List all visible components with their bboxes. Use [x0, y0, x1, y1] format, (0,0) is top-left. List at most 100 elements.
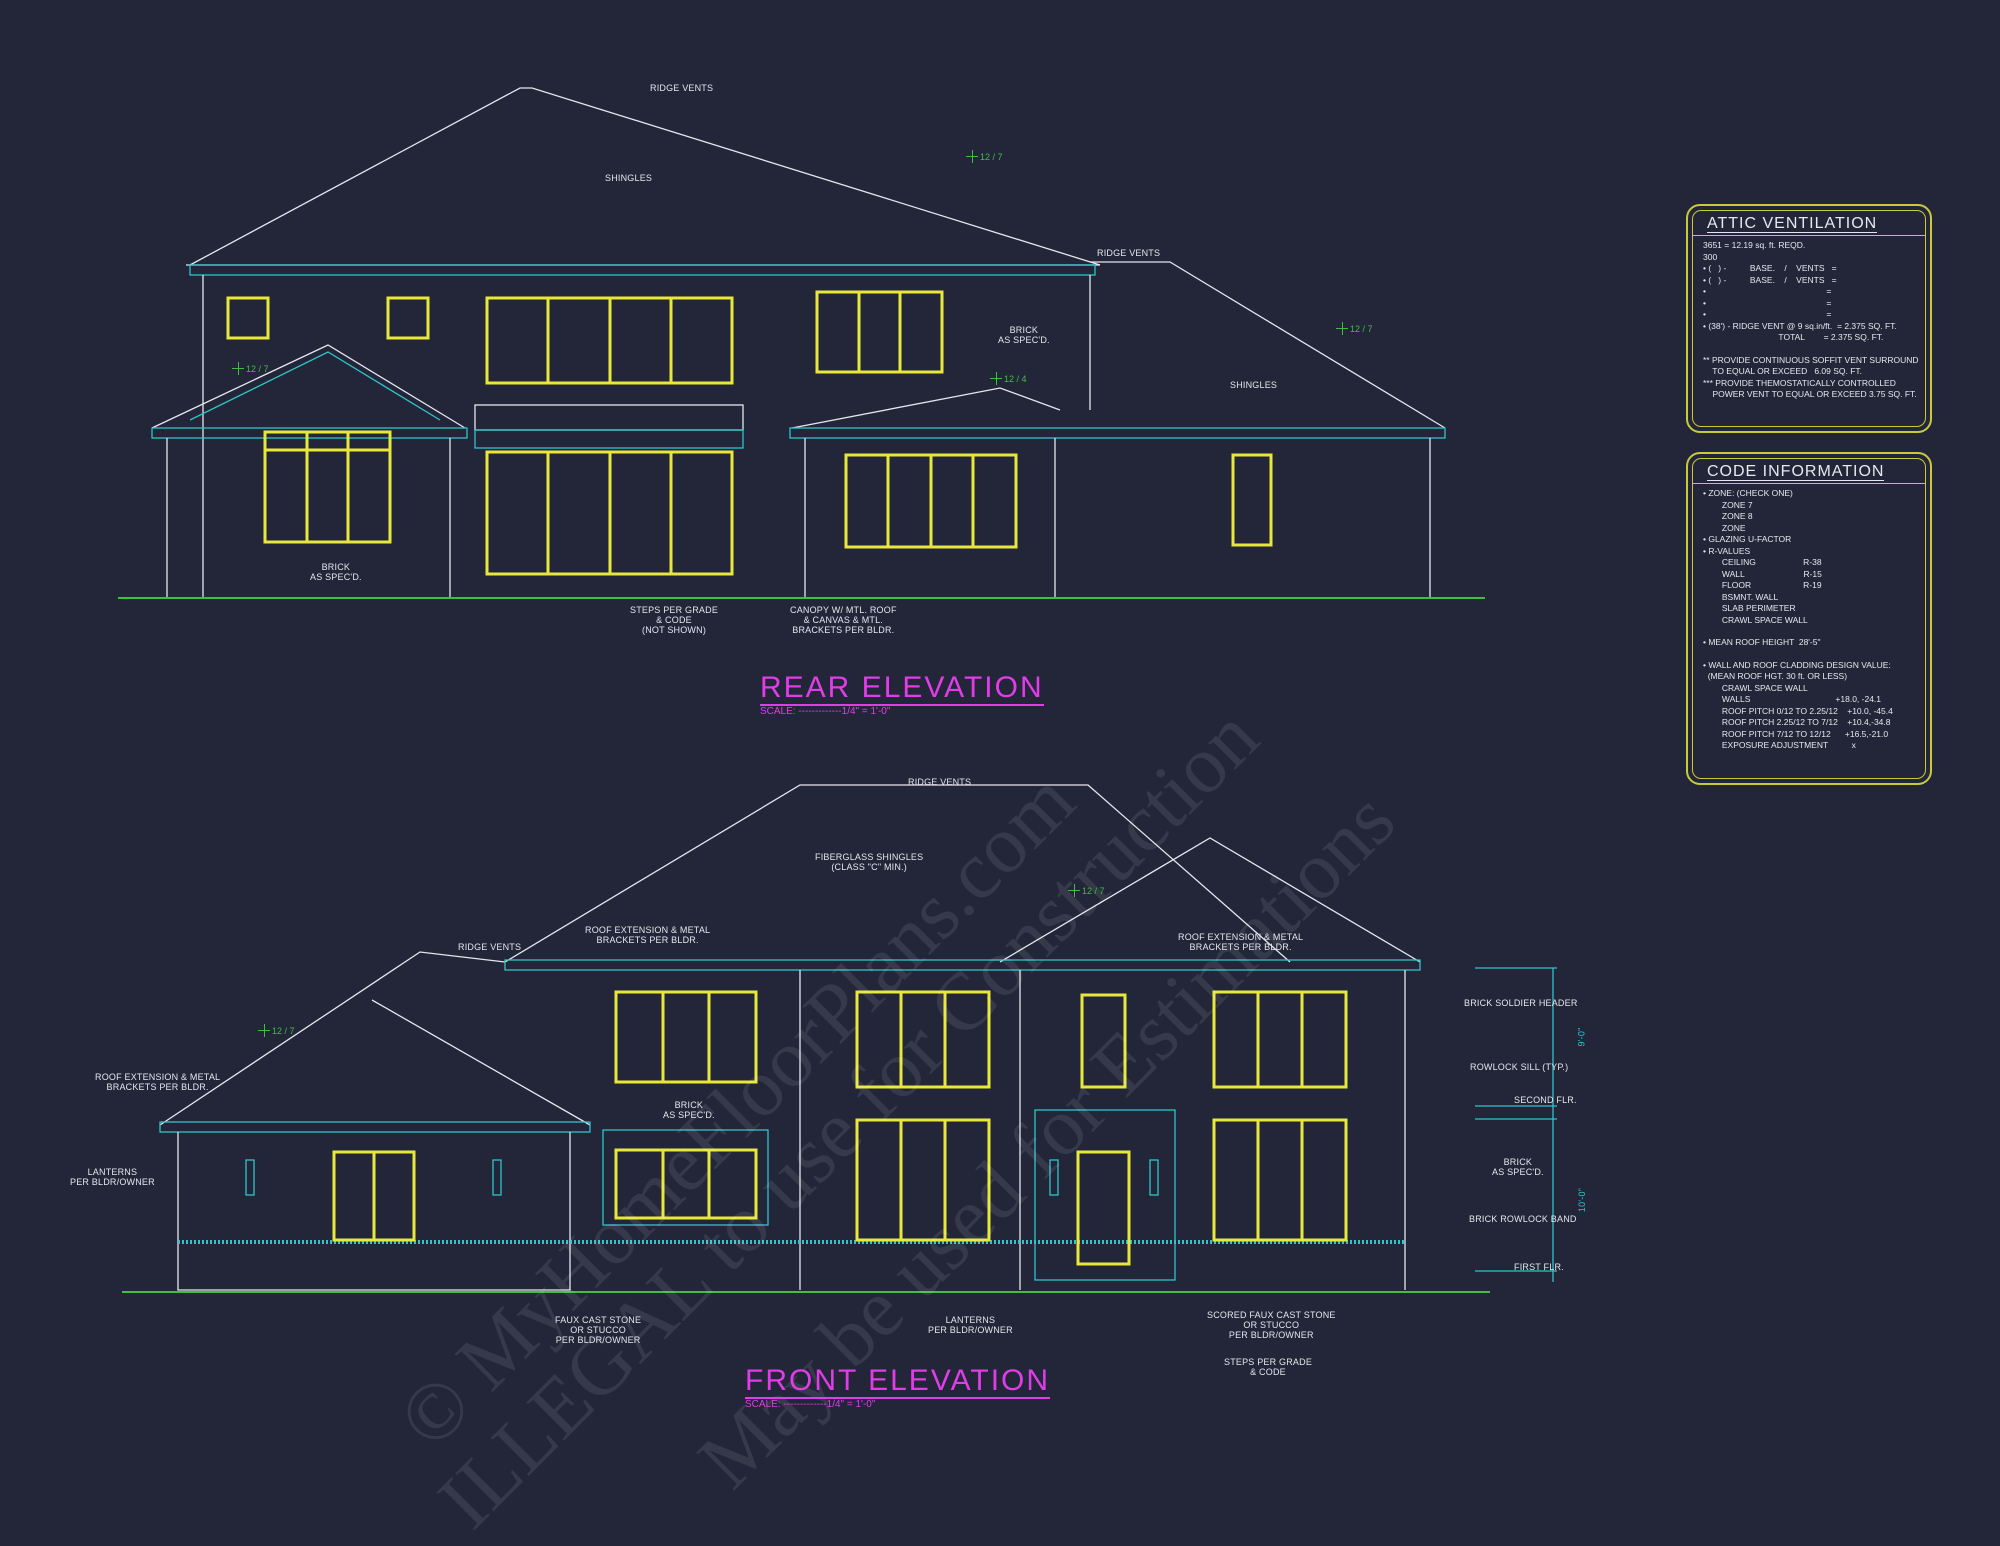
rear-pitch-mark: 12 / 7 — [1336, 322, 1373, 335]
box-line: • MEAN ROOF HEIGHT 28'-5" — [1703, 637, 1821, 647]
code-information-box: CODE INFORMATION • ZONE: (CHECK ONE) ZON… — [1686, 452, 1932, 785]
front-right-roof — [999, 837, 1421, 963]
elevation-drawings — [118, 87, 1557, 1293]
rear-label-brick-upper: BRICK AS SPEC'D. — [998, 325, 1050, 345]
front-label-roof-ext-right: ROOF EXTENSION & METAL BRACKETS PER BLDR… — [1178, 932, 1304, 952]
box-line: • = — [1703, 286, 1832, 296]
front-windows — [332, 990, 1348, 1266]
front-label-second-flr: SECOND FLR. — [1514, 1095, 1577, 1105]
front-elevation-drawing — [122, 784, 1557, 1293]
front-left-eave — [159, 1121, 591, 1133]
front-label-soldier-header: BRICK SOLDIER HEADER — [1464, 998, 1578, 1008]
front-pitch-mark: 12 / 7 — [1068, 884, 1105, 897]
lantern-icon — [1049, 1159, 1059, 1196]
box-line: • = — [1703, 309, 1832, 319]
box-line: • ( ) - BASE. / VENTS = — [1703, 263, 1837, 273]
front-label-ridge-vents-left: RIDGE VENTS — [458, 942, 522, 952]
rear-main-roof — [189, 87, 1101, 266]
front-label-roof-ext-far-left: ROOF EXTENSION & METAL BRACKETS PER BLDR… — [95, 1072, 221, 1092]
box-line: • = — [1703, 297, 1832, 308]
rear-window — [263, 430, 392, 544]
front-label-roof-ext-left: ROOF EXTENSION & METAL BRACKETS PER BLDR… — [585, 925, 711, 945]
rear-window — [815, 290, 944, 374]
box-line — [1703, 344, 1915, 355]
box-line: ROOF PITCH 2.25/12 TO 7/12 +10.4,-34.8 — [1703, 717, 1891, 727]
rear-canopy — [474, 429, 744, 449]
rear-label-ridge-vents-right: RIDGE VENTS — [1097, 248, 1161, 258]
box-line: WALL R-15 — [1703, 568, 1822, 579]
dimension-upper: 9'-0" — [1576, 1027, 1587, 1047]
front-label-rowlock-band: BRICK ROWLOCK BAND — [1469, 1214, 1577, 1224]
front-main-eave — [504, 959, 1421, 971]
front-elevation-scale: SCALE: -------------1/4" = 1'-0" — [745, 1399, 876, 1410]
box-line: ROOF PITCH 0/12 TO 2.25/12 +10.0, -45.4 — [1703, 705, 1893, 716]
rear-label-shingles: SHINGLES — [605, 173, 653, 183]
front-window — [1212, 990, 1348, 1089]
box-line: • WALL AND ROOF CLADDING DESIGN VALUE: — [1703, 659, 1891, 670]
box-line: ROOF PITCH 7/12 TO 12/12 +16.5,-21.0 — [1703, 728, 1889, 739]
rear-left-gable — [151, 344, 466, 429]
attic-ventilation-title: ATTIC VENTILATION — [1693, 211, 1925, 236]
front-window — [614, 990, 758, 1084]
box-line: BSMNT. WALL — [1703, 591, 1779, 602]
rear-balcony-railing — [474, 404, 744, 431]
box-line: • ( ) - BASE. / VENTS = — [1703, 274, 1837, 285]
box-line: WALLS +18.0, -24.1 — [1703, 694, 1882, 704]
lantern-icon — [245, 1159, 255, 1196]
box-line: (MEAN ROOF HGT. 30 ft. OR LESS) — [1703, 671, 1848, 681]
box-line: CEILING R-38 — [1703, 557, 1822, 567]
front-window — [614, 1148, 758, 1220]
rear-label-canopy: CANOPY W/ MTL. ROOF & CANVAS & MTL. BRAC… — [790, 605, 897, 635]
rear-pitch-mark: 12 / 7 — [232, 362, 269, 375]
front-label-rowlock-sill: ROWLOCK SILL (TYP.) — [1470, 1062, 1569, 1072]
front-left-wing-walls — [177, 1132, 571, 1291]
box-line: ** PROVIDE CONTINUOUS SOFFIT VENT SURROU… — [1703, 354, 1919, 365]
rear-fascia — [189, 264, 1096, 276]
rear-label-brick-lower: BRICK AS SPEC'D. — [310, 562, 362, 582]
rear-right-eave — [789, 427, 1446, 439]
box-line: *** PROVIDE THEMOSTATICALLY CONTROLLED — [1703, 377, 1896, 388]
box-line: SLAB PERIMETER — [1703, 603, 1796, 613]
lantern-icon — [492, 1159, 502, 1196]
front-label-ridge-vents: RIDGE VENTS — [908, 777, 972, 787]
front-label-scored-stone: SCORED FAUX CAST STONE OR STUCCO PER BLD… — [1207, 1310, 1336, 1340]
rear-pitch-mark: 12 / 7 — [966, 150, 1003, 163]
front-window — [1212, 1118, 1348, 1242]
box-line: TO EQUAL OR EXCEED 6.09 SQ. FT. — [1703, 366, 1863, 376]
front-label-brick-center: BRICK AS SPEC'D. — [663, 1100, 715, 1120]
front-porch-surround — [1034, 1109, 1176, 1281]
rear-elevation-title: REAR ELEVATION — [760, 671, 1044, 706]
attic-ventilation-box: ATTIC VENTILATION 3651 = 12.19 sq. ft. R… — [1686, 204, 1932, 433]
box-line: FLOOR R-19 — [1703, 580, 1822, 590]
attic-ventilation-body: 3651 = 12.19 sq. ft. REQD.300• ( ) - BAS… — [1693, 236, 1925, 405]
rear-left-eave — [151, 427, 468, 439]
front-left-hip — [371, 999, 591, 1126]
front-door — [1076, 1150, 1131, 1266]
lantern-icon — [1149, 1159, 1159, 1196]
code-information-body: • ZONE: (CHECK ONE) ZONE 7 ZONE 8 ZONE• … — [1693, 484, 1925, 756]
box-line: TOTAL = 2.375 SQ. FT. — [1703, 332, 1884, 342]
rear-window — [386, 296, 430, 340]
front-main-roof — [504, 784, 1291, 963]
box-line — [1703, 626, 1915, 637]
box-line — [1703, 649, 1915, 660]
box-line: EXPOSURE ADJUSTMENT x — [1703, 740, 1856, 750]
rear-windows — [226, 290, 1273, 576]
rear-right-lower-roof — [791, 387, 1061, 429]
rear-window — [1231, 453, 1273, 547]
box-line: 3651 = 12.19 sq. ft. REQD. — [1703, 240, 1806, 250]
front-window — [855, 1118, 991, 1242]
rear-right-roof — [1090, 261, 1446, 429]
front-elevation-title: FRONT ELEVATION — [745, 1364, 1051, 1399]
code-information-title: CODE INFORMATION — [1693, 459, 1925, 484]
front-label-fiberglass: FIBERGLASS SHINGLES (CLASS "C" MIN.) — [815, 852, 924, 872]
box-line: ZONE 8 — [1703, 511, 1753, 521]
rear-window — [226, 296, 270, 340]
box-line: CRAWL SPACE WALL — [1703, 682, 1808, 693]
front-label-first-flr: FIRST FLR. — [1514, 1262, 1564, 1272]
dimension-lower: 10'-0" — [1577, 1187, 1588, 1213]
front-label-lanterns-left: LANTERNS PER BLDR/OWNER — [70, 1167, 155, 1187]
box-line: • R-VALUES — [1703, 545, 1751, 556]
front-window — [1080, 993, 1127, 1089]
rear-label-ridge-vents: RIDGE VENTS — [650, 83, 714, 93]
